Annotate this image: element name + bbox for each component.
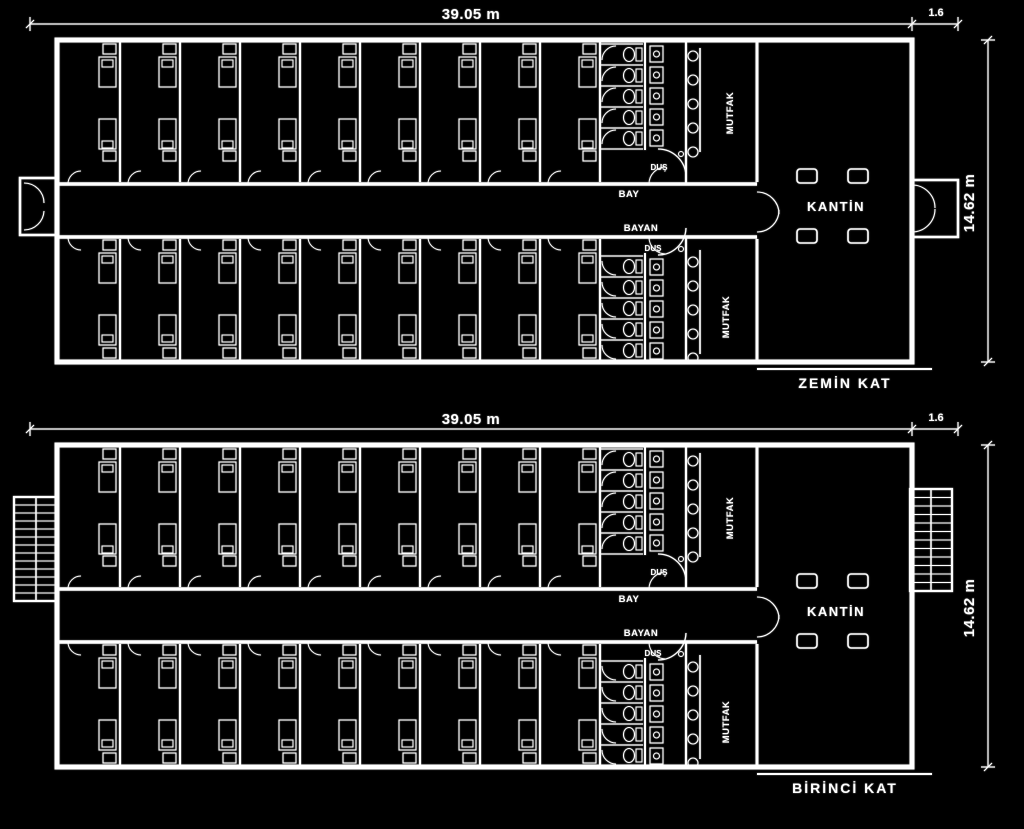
kitchen-lower-label: MUTFAK — [721, 701, 732, 744]
room-furniture — [187, 448, 237, 764]
room-furniture — [127, 43, 177, 359]
room-furniture — [367, 43, 417, 359]
room-furniture — [367, 448, 417, 764]
wc-women-block — [600, 227, 688, 362]
kitchen-upper-label: MUTFAK — [725, 497, 736, 540]
room-furniture — [67, 43, 117, 359]
canteen-label: KANTİN — [807, 199, 865, 214]
depth-dimension-label: 14.62 m — [961, 174, 978, 233]
room-furniture — [427, 43, 477, 359]
corridor-walls — [57, 587, 757, 644]
room-furniture — [247, 448, 297, 764]
floor-title: ZEMİN KAT — [798, 375, 891, 391]
shower-upper-label: DUŞ — [651, 568, 669, 577]
floor-plan-ground: 39.05 m 1.6 14.62 m KANTİN MUTFAK MUTFAK… — [18, 6, 995, 391]
room-furniture — [67, 448, 117, 764]
dimension-lines — [25, 17, 995, 367]
room-furniture — [487, 43, 537, 359]
kitchen-lower — [687, 250, 701, 364]
dorm-rooms — [67, 447, 602, 765]
shower-lower-label: DUŞ — [645, 649, 663, 658]
corridor-walls — [57, 182, 757, 239]
dimension-lines — [25, 422, 995, 772]
wc-women-label: BAYAN — [624, 628, 659, 639]
wc-women-label: BAYAN — [624, 223, 659, 234]
wc-women-block — [600, 632, 688, 767]
ground-floor-geometry — [18, 17, 995, 370]
room-furniture — [127, 448, 177, 764]
wc-men-block — [600, 42, 688, 185]
overall-width-dimension-label: 39.05 m — [442, 6, 501, 23]
room-furniture — [307, 448, 357, 764]
stairwell-left — [12, 495, 60, 603]
depth-dimension-label: 14.62 m — [961, 579, 978, 638]
first-floor-geometry — [12, 422, 995, 775]
entry-width-dimension-label: 1.6 — [928, 7, 943, 19]
wc-men-label: BAY — [619, 594, 640, 605]
room-furniture — [247, 43, 297, 359]
kitchen-upper — [687, 453, 701, 563]
floor-plan-first: 39.05 m 1.6 14.62 m KANTİN MUTFAK MUTFAK… — [12, 411, 995, 796]
exit-vestibule — [910, 178, 960, 239]
room-furniture — [547, 448, 597, 764]
canteen-label: KANTİN — [807, 604, 865, 619]
shower-upper-label: DUŞ — [651, 163, 669, 172]
stairwell-right — [908, 487, 954, 593]
entrance-vestibule — [18, 176, 59, 237]
overall-width-dimension-label: 39.05 m — [442, 411, 501, 428]
canteen — [755, 42, 869, 362]
shower-lower-label: DUŞ — [645, 244, 663, 253]
room-furniture — [187, 43, 237, 359]
floor-title: BİRİNCİ KAT — [792, 780, 898, 796]
entry-width-dimension-label: 1.6 — [928, 412, 943, 424]
canteen — [755, 447, 869, 767]
room-furniture — [307, 43, 357, 359]
kitchen-lower-label: MUTFAK — [721, 296, 732, 339]
wc-men-block — [600, 447, 688, 590]
room-furniture — [427, 448, 477, 764]
kitchen-lower — [687, 655, 701, 769]
exterior-walls — [54, 37, 915, 365]
exterior-walls — [54, 442, 915, 770]
room-furniture — [487, 448, 537, 764]
kitchen-upper-label: MUTFAK — [725, 92, 736, 135]
dorm-rooms — [67, 42, 602, 360]
kitchen-upper — [687, 48, 701, 158]
wc-men-label: BAY — [619, 189, 640, 200]
room-furniture — [547, 43, 597, 359]
